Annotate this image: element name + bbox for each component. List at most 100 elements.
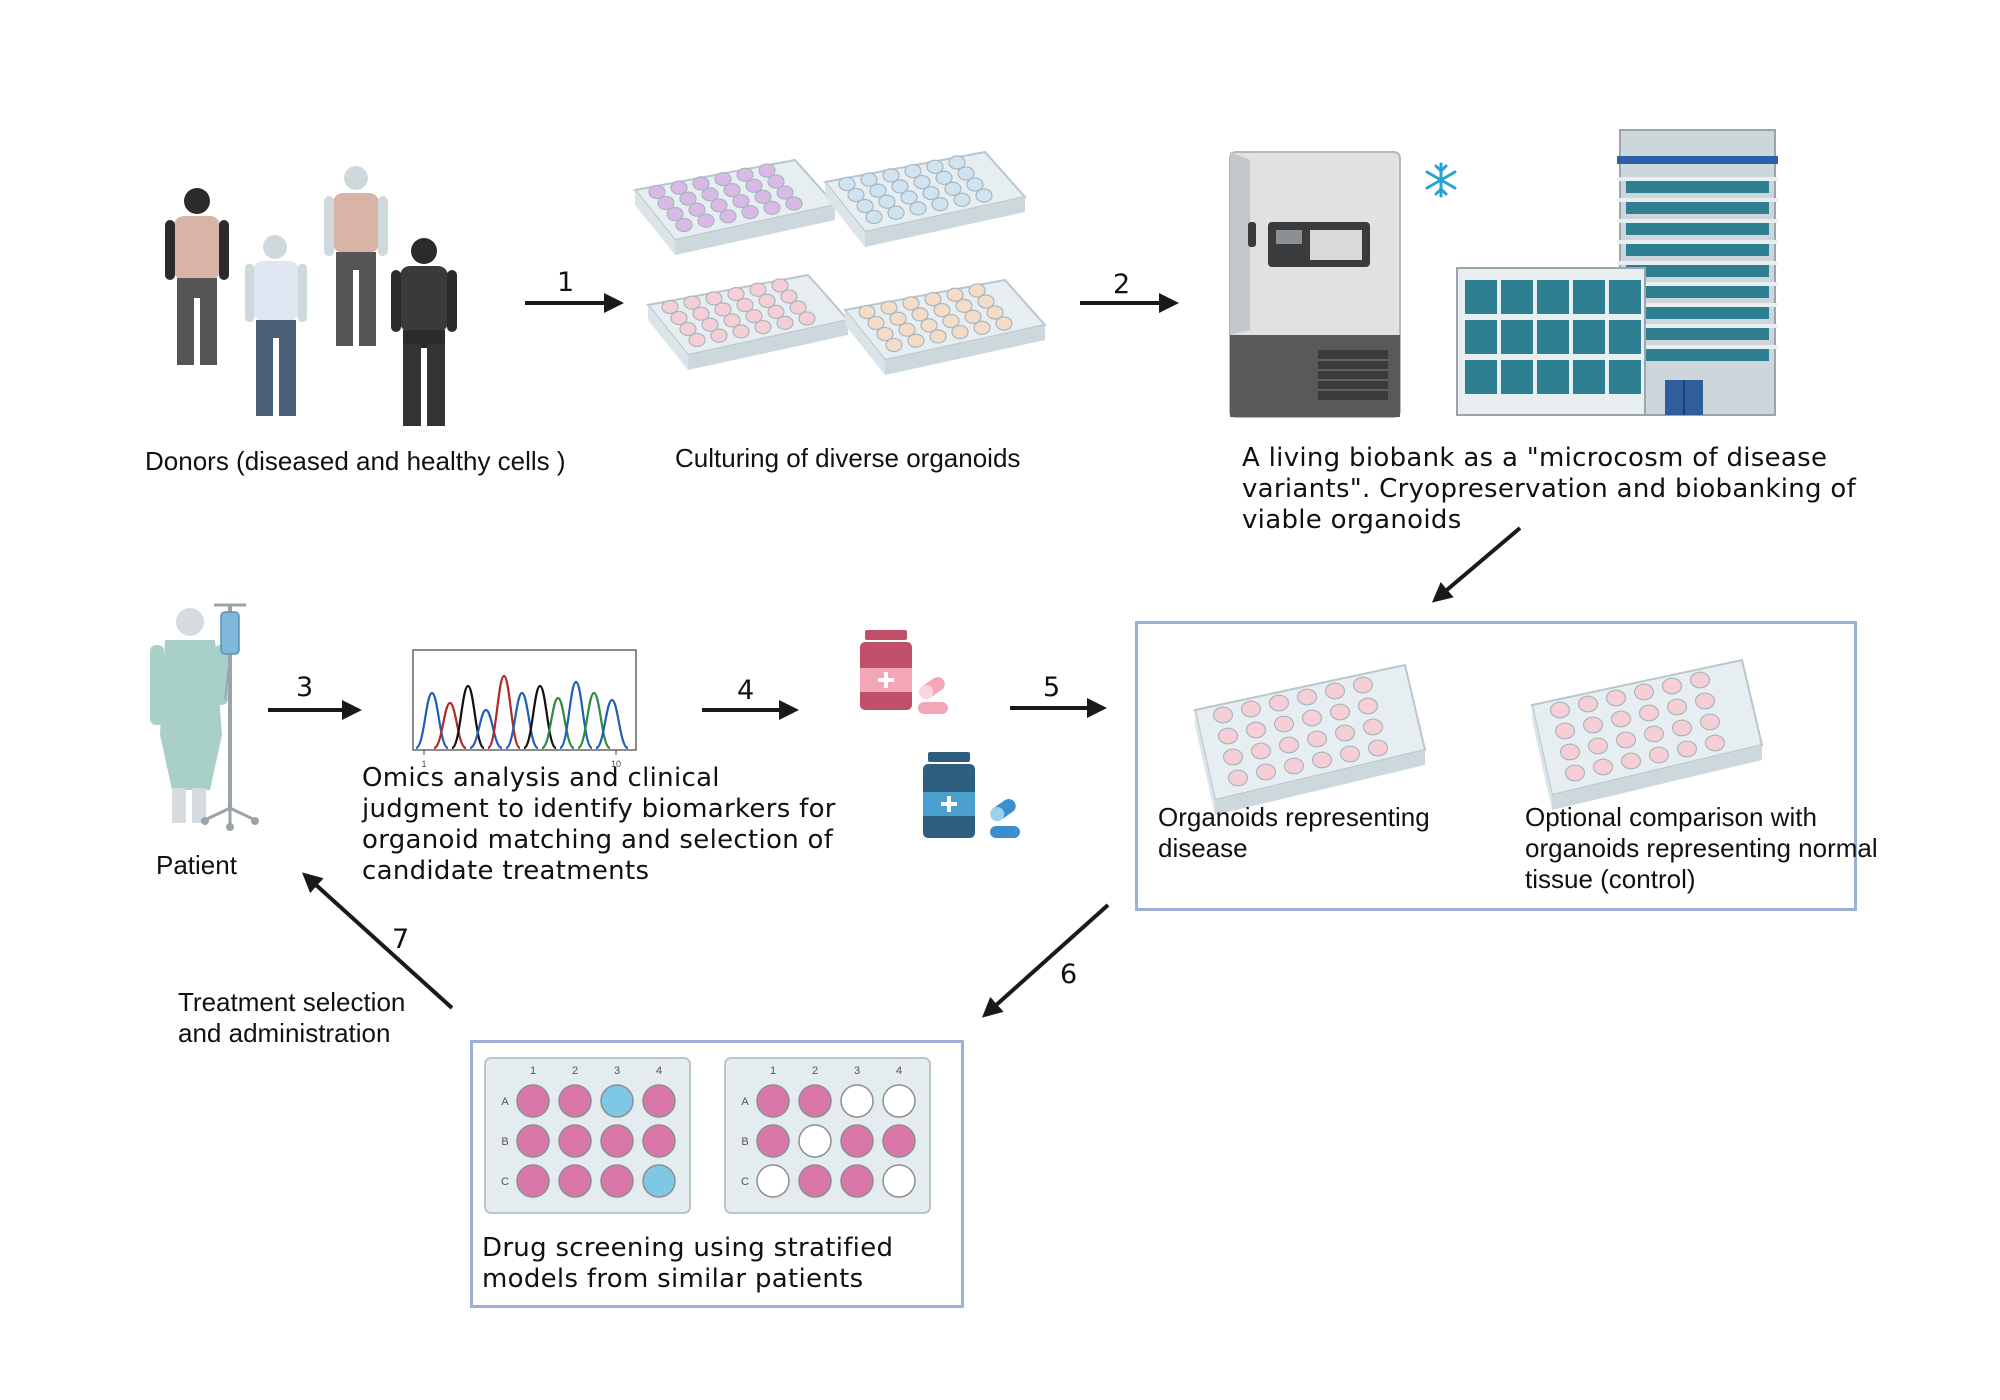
screening-well [798,1164,832,1198]
screening-well [882,1124,916,1158]
screening-well [882,1084,916,1118]
plate-row-label: B [501,1136,508,1148]
plate-well [929,329,947,344]
plate-well [780,289,798,304]
plate-well [714,302,732,317]
building-window [1537,360,1569,394]
step-number-3: 3 [296,672,314,703]
plate-well [880,300,898,315]
screening-well [840,1124,874,1158]
screening-well [516,1164,550,1198]
step-number-7: 7 [392,924,410,955]
plate-well [935,170,953,185]
plate-well [933,302,951,318]
plate-well [736,297,754,313]
plate-well [1311,751,1333,769]
building-window-band [1626,348,1769,361]
culture-plates [633,150,1047,375]
plate-well [701,317,719,332]
plate-well [763,200,781,215]
building-window [1573,360,1605,394]
plate-well [679,321,697,337]
donor-figure-2 [245,235,307,416]
plate-well [995,316,1013,331]
plate-well [736,167,754,182]
plate-well [931,196,949,212]
plate-well [1549,701,1571,719]
step-number-4: 4 [737,675,755,706]
plate-well [909,201,927,216]
plate-well [869,183,887,198]
plate-well [670,180,688,195]
organoids-disease-line-2: disease [1158,833,1248,863]
plate-well [1689,671,1711,689]
plate-well [891,179,909,194]
plate-well [666,206,684,222]
plate-well [902,296,920,311]
plate-well [878,194,896,209]
plate-well [688,332,706,348]
screening-well [516,1124,550,1158]
arrow-biobank-down [1431,526,1522,603]
plate-well [847,187,865,203]
building-window [1573,320,1605,354]
plate-well [758,293,776,308]
plate-well [785,196,803,211]
organoid-plate-disease [1193,663,1427,815]
plate-well [789,300,807,315]
chromatogram-peak [522,684,558,750]
drug-screening-line-2: models from similar patients [482,1264,864,1294]
plate-well [882,168,900,183]
plate-well [1666,698,1688,716]
step-number-1: 1 [557,267,575,298]
plate-well [675,217,693,233]
plate-well [1240,700,1262,718]
chromatogram-peak [414,691,450,750]
donor-figure-1 [165,188,229,365]
donor-figures [165,166,457,426]
plate-well [1587,737,1609,755]
plate-well [1278,736,1300,754]
biobank-organoids-box [1135,621,1857,911]
plate-well [754,319,772,335]
building-window-band [1626,180,1769,193]
plate-well [798,311,816,326]
plate-well [889,311,907,326]
organoids-disease-label: Organoids representing disease [1158,802,1430,864]
building-window [1465,360,1497,394]
plate-well [953,192,971,207]
building-window-band [1626,327,1769,340]
building-ledge [1617,240,1778,244]
plate-well [1620,752,1642,770]
screening-well [642,1124,676,1158]
chromatogram-peak [541,696,575,750]
screening-well [600,1164,634,1198]
plate-well [1352,676,1374,694]
building-window-band [1626,306,1769,319]
plate-well [942,313,960,329]
building-ledge [1617,282,1778,286]
plate-well [1273,715,1295,733]
plate-well [1554,722,1576,740]
plate-well [860,172,878,187]
chromatogram-tick-label: 10 [611,759,621,769]
plate-well [1577,695,1599,713]
building-window [1465,320,1497,354]
treatment-label: Treatment selection and administration [178,987,405,1049]
screening-well [756,1124,790,1158]
plate-well [898,322,916,337]
plate-well [1582,716,1604,734]
omics-label-line-4: candidate treatments [362,856,650,886]
plate-well [948,155,966,170]
organoids-control-label: Optional comparison with organoids repre… [1525,802,1878,895]
pill-bottle-icon [860,630,912,710]
plate-well [683,295,701,310]
plate-well [1694,692,1716,710]
plate-column-label: 2 [572,1065,578,1077]
plate-well [1324,682,1346,700]
organoids-control-line-3: tissue (control) [1525,864,1696,894]
plate-well [1268,694,1290,712]
plate-well [922,185,940,201]
chromatogram-peak [469,708,503,750]
